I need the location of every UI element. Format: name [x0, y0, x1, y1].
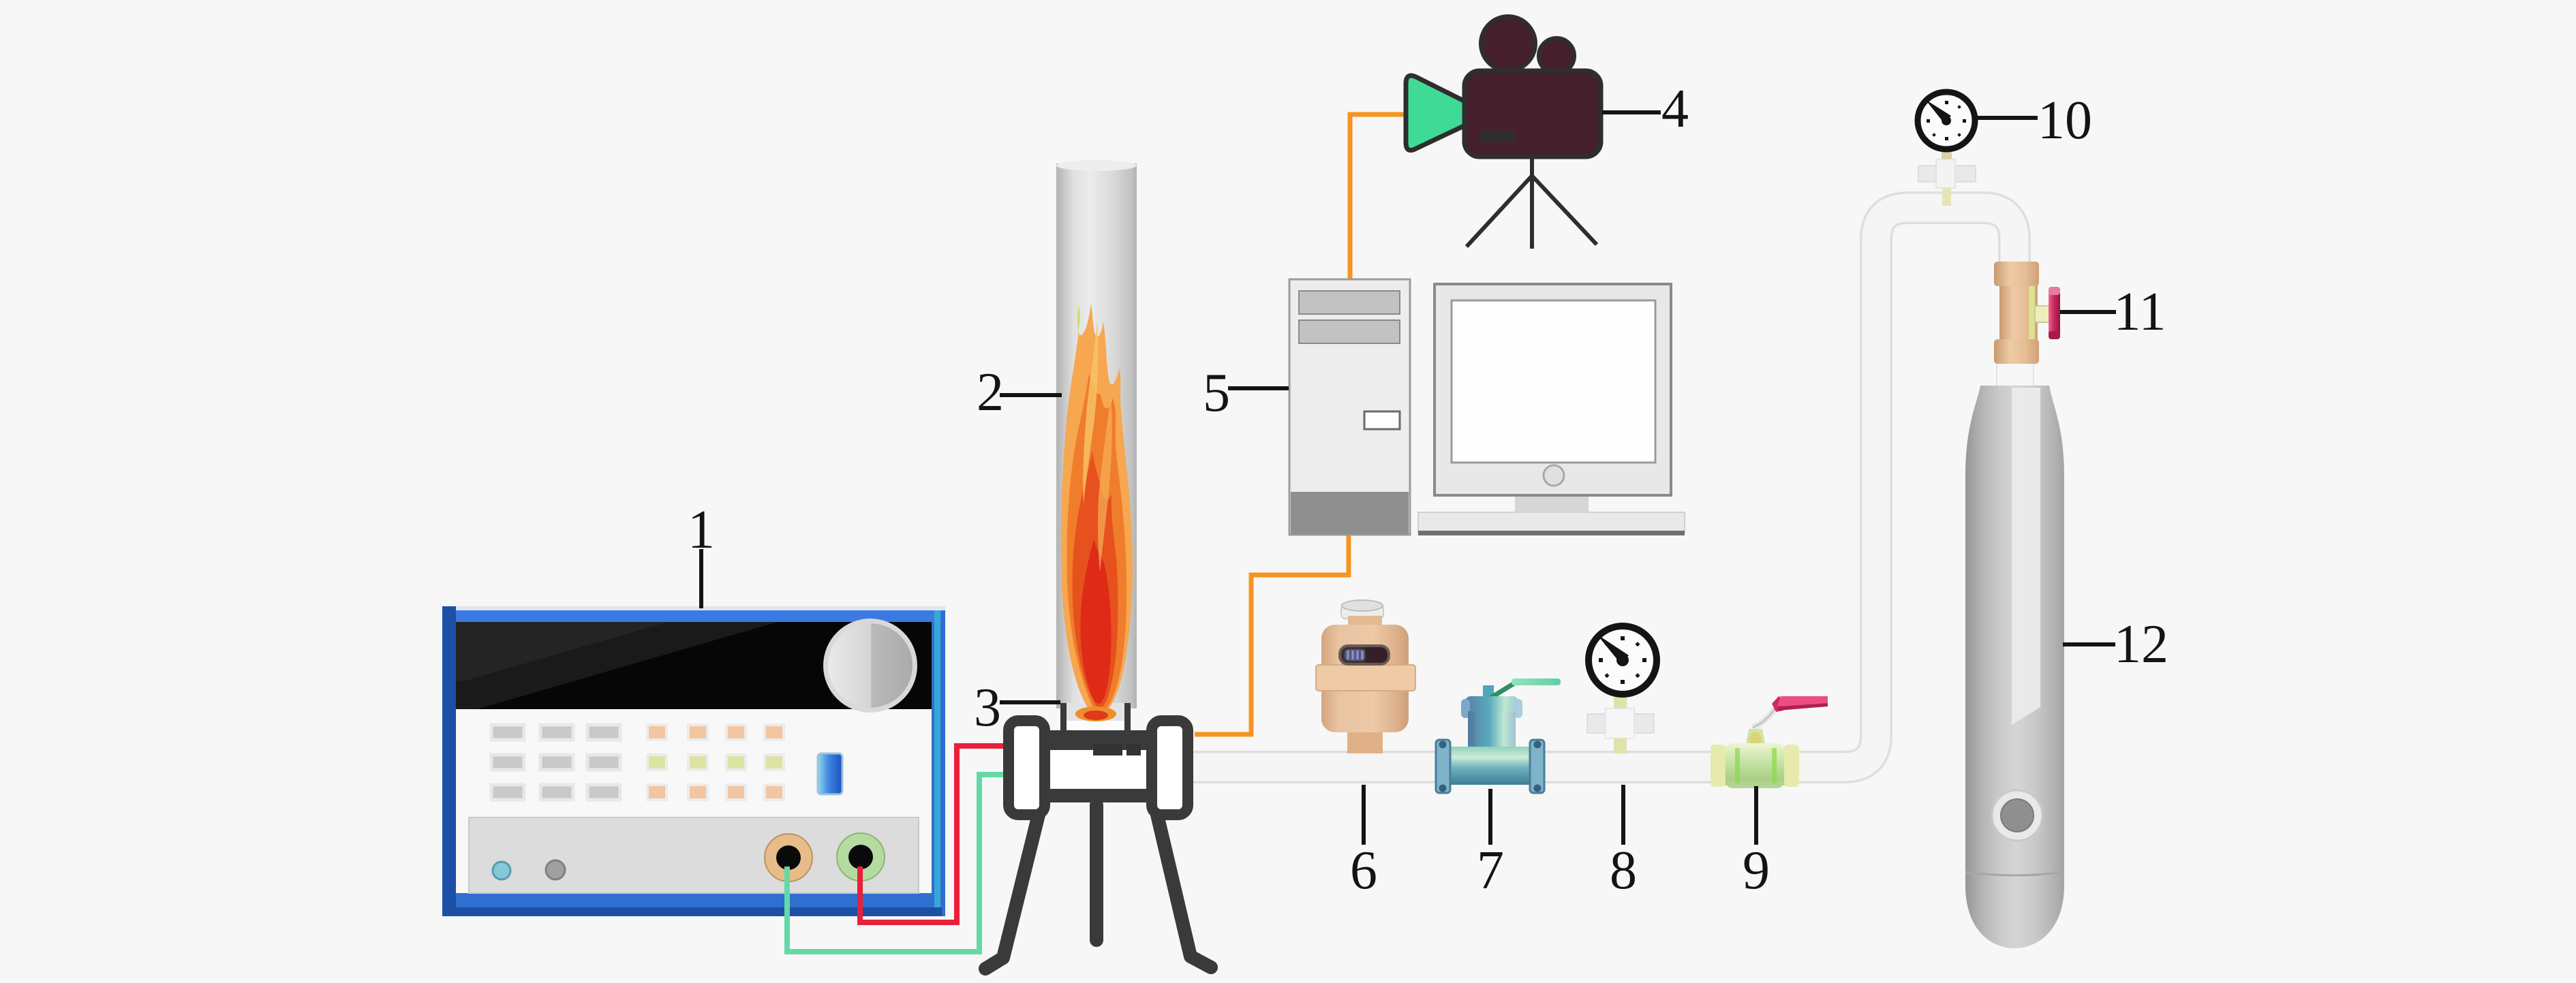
- svg-text:2: 2: [977, 362, 1004, 422]
- svg-text:3: 3: [974, 678, 1001, 738]
- svg-text:12: 12: [2114, 614, 2168, 674]
- svg-text:1: 1: [688, 500, 715, 560]
- svg-text:11: 11: [2113, 282, 2166, 342]
- svg-text:5: 5: [1203, 363, 1230, 423]
- svg-text:7: 7: [1477, 841, 1504, 901]
- svg-text:8: 8: [1610, 841, 1637, 901]
- svg-text:9: 9: [1743, 841, 1770, 901]
- svg-text:6: 6: [1350, 841, 1377, 901]
- svg-text:4: 4: [1661, 79, 1689, 139]
- svg-text:10: 10: [2038, 91, 2092, 151]
